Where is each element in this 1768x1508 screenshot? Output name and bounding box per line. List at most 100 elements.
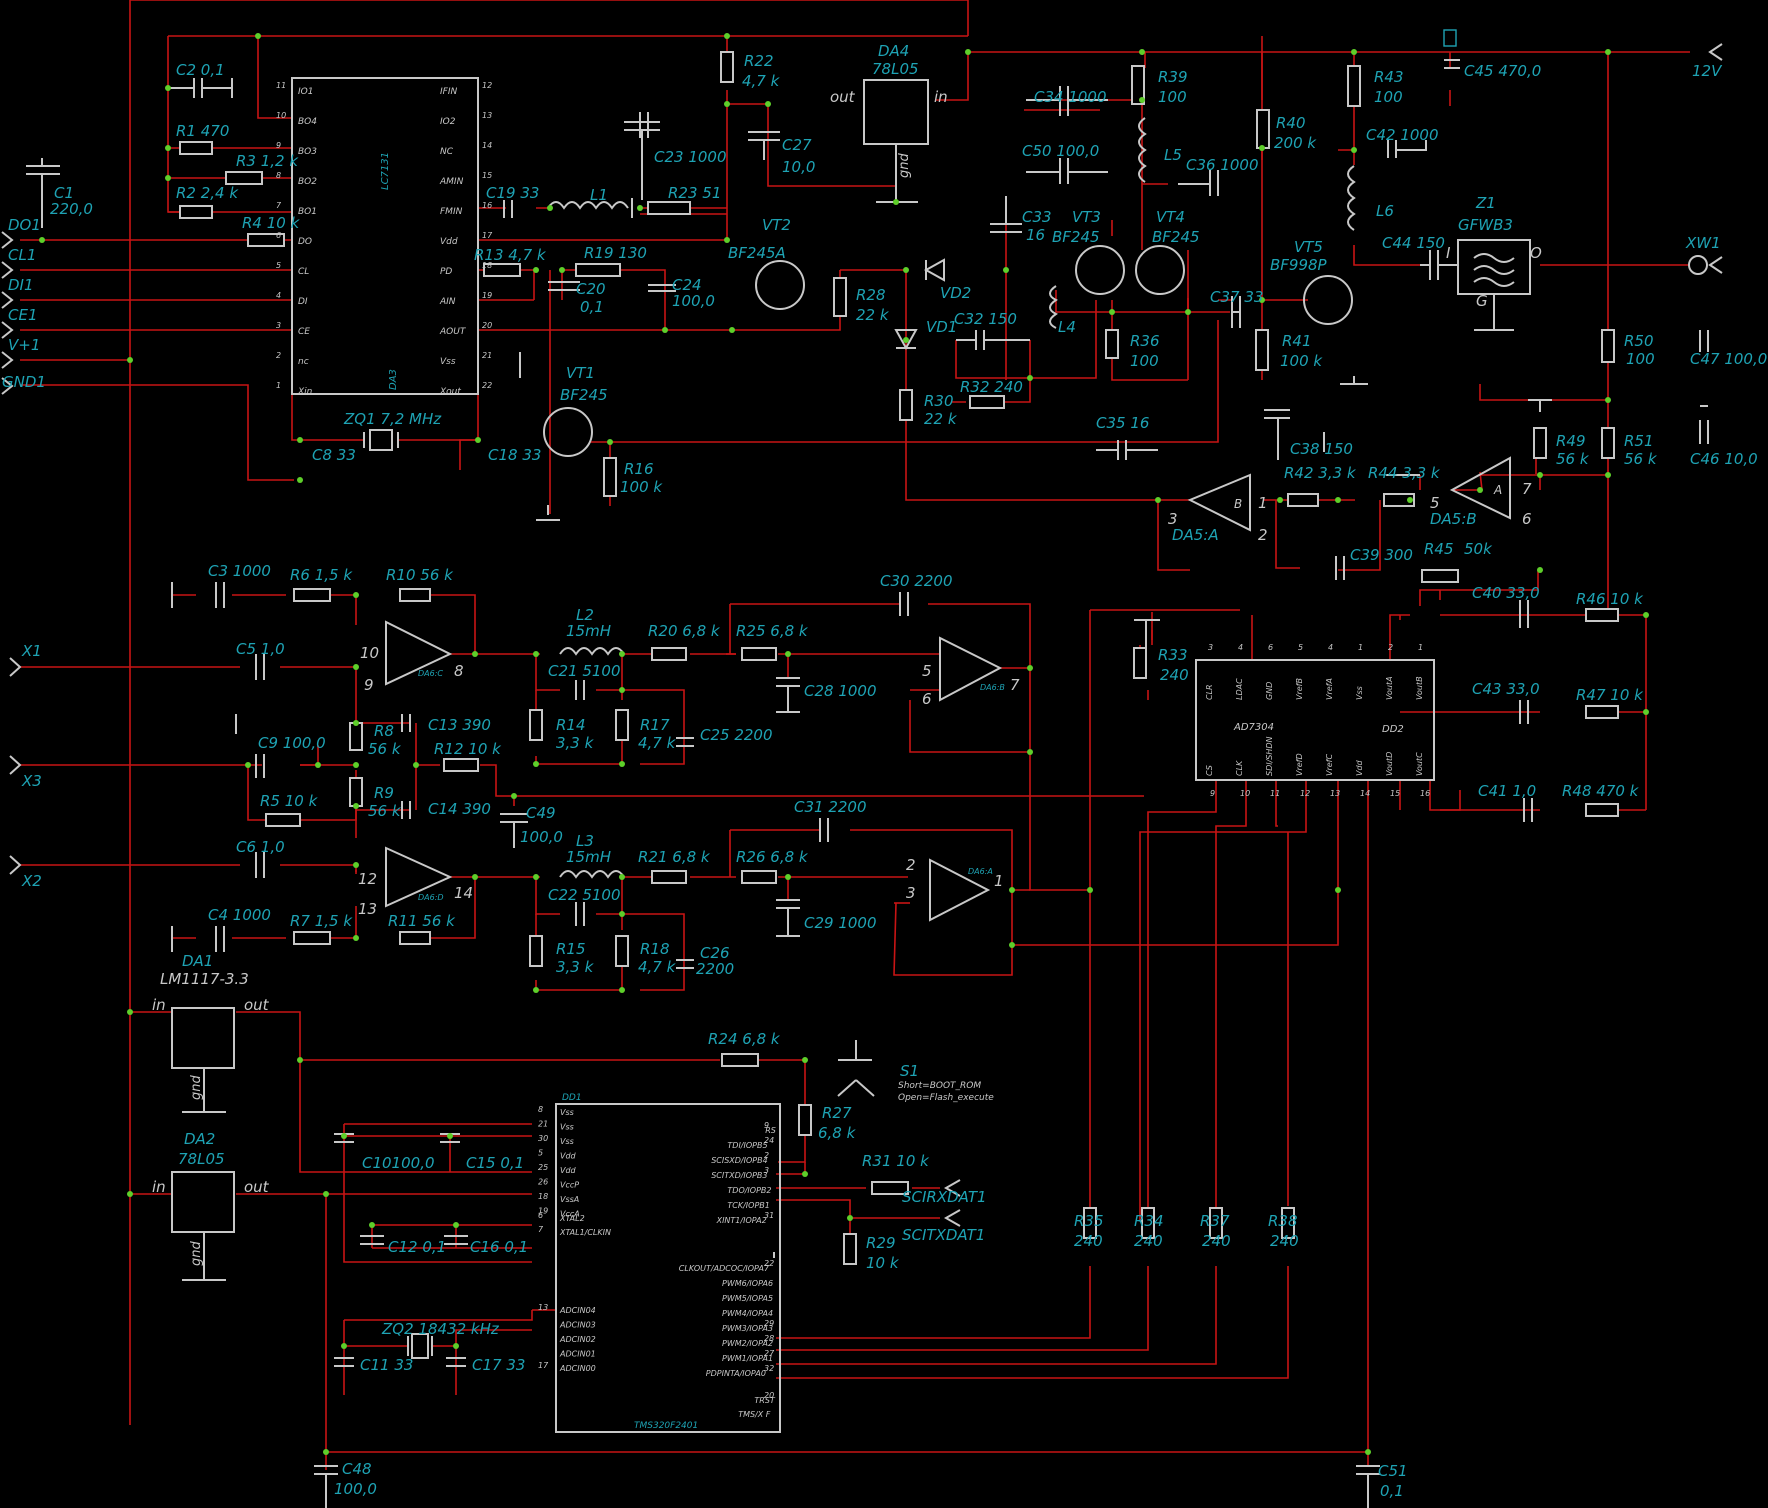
label-scirx: SCIRXDAT1: [902, 1188, 987, 1206]
dd1-pin-number: 27: [764, 1349, 775, 1358]
label-vd2: VD2: [940, 284, 971, 302]
ad7304-pin-name: CLK: [1235, 760, 1244, 776]
label-r18-value: 4,7 k: [638, 958, 677, 976]
label-gnd-da4: gnd: [897, 153, 912, 178]
label-c35: C35 16: [1096, 414, 1149, 432]
dd1-pin-number: 9: [764, 1121, 769, 1130]
ad7304-pin-name: VoutA: [1385, 676, 1394, 700]
label-vt2: VT2: [762, 216, 791, 234]
label-r15-value: 3,3 k: [556, 958, 595, 976]
label-da2-out: out: [244, 1178, 270, 1196]
label-r45-value: 50k: [1464, 540, 1493, 558]
label-xw1: XW1: [1685, 234, 1721, 252]
label-r15: R15: [556, 940, 586, 958]
dd1-pin-number: 28: [764, 1334, 774, 1343]
lc7131-pin-number: 12: [482, 81, 492, 90]
label-da4-out: out: [830, 88, 856, 106]
label-c33-value: 16: [1026, 226, 1045, 244]
label-l1: L1: [590, 186, 608, 204]
label-r36: R36: [1130, 332, 1160, 350]
label-opamp-pin-10: 10: [360, 644, 379, 662]
label-opamp-pin-9: 9: [364, 676, 374, 694]
label-c26-value: 2200: [696, 960, 734, 978]
label-r29-value: 10 k: [866, 1254, 900, 1272]
junctions: [39, 33, 1649, 1455]
label-c28: C28 1000: [804, 682, 877, 700]
lc7131-pin-number: 17: [482, 231, 493, 240]
label-r27-value: 6,8 k: [818, 1124, 857, 1142]
label-r35: R35: [1074, 1212, 1104, 1230]
label-zq1: ZQ1 7,2 MHz: [343, 410, 442, 428]
lc7131-pin-number: 20: [482, 321, 492, 330]
dd1-pin-number: 6: [538, 1211, 543, 1220]
label-x2: X2: [21, 872, 42, 890]
dd1-pin-number: 5: [538, 1149, 543, 1158]
label-r9-value: 56 k: [368, 802, 402, 820]
label-r33: R33: [1158, 646, 1188, 664]
label-c48: C48: [342, 1460, 372, 1478]
label-l6: L6: [1376, 202, 1394, 220]
ad7304-pin-number: 15: [1390, 789, 1400, 798]
label-da2-in: in: [152, 1178, 166, 1196]
label-z1-i: I: [1446, 244, 1451, 262]
label-c43: C43 33,0: [1472, 680, 1540, 698]
label-opamp-pin-7: 7: [1010, 676, 1020, 694]
label-da4: DA4: [878, 42, 909, 60]
ad7304-pin-name: VoutC: [1415, 752, 1424, 776]
label-r16-value: 100 k: [620, 478, 663, 496]
ad7304-pin-number: 4: [1238, 643, 1243, 652]
label-r38: R38: [1268, 1212, 1298, 1230]
label-c18: C18 33: [488, 446, 541, 464]
label-r45: R45: [1424, 540, 1454, 558]
label-r9: R9: [374, 784, 394, 802]
label-l3-value: 15mH: [566, 848, 611, 866]
label-c25: C25 2200: [700, 726, 773, 744]
label-r35-value: 240: [1074, 1232, 1103, 1250]
label-bf245a: BF245A: [728, 244, 786, 262]
ad7304-pin-name: Vdd: [1355, 759, 1364, 776]
ad7304-pin-number: 1: [1358, 643, 1363, 652]
lc7131-pin-number: 15: [482, 171, 492, 180]
label-da4-value: 78L05: [872, 60, 919, 78]
label-da5-pin-2: 2: [1258, 526, 1268, 544]
lc7131-pin-number: 1: [276, 381, 281, 390]
lc7131-pin-number: 8: [276, 171, 281, 180]
label-c30: C30 2200: [880, 572, 953, 590]
lc7131-pin-number: 6: [276, 231, 281, 240]
label-r16: R16: [624, 460, 654, 478]
label-da5-pin-3: 3: [1168, 510, 1178, 528]
label-r41-value: 100 k: [1280, 352, 1323, 370]
lc7131-pin-name: IO1: [298, 87, 313, 97]
label-r43: R43: [1374, 68, 1404, 86]
ad7304-pin-number: 11: [1270, 789, 1280, 798]
label-r21: R21 6,8 k: [638, 848, 711, 866]
label-r34-value: 240: [1134, 1232, 1163, 1250]
label-c40: C40 33,0: [1472, 584, 1540, 602]
dd1-pin-name: ADCIN01: [559, 1350, 596, 1359]
dd1-pin-name: TCK/IOPB1: [727, 1201, 769, 1210]
ad7304-pin-name: VoutD: [1385, 752, 1394, 776]
ad7304-pin-number: 1: [1418, 643, 1423, 652]
lc7131-pin-number: 3: [276, 321, 281, 330]
dd1-pin-name: TDO/IOPB2: [727, 1186, 771, 1195]
label-c8: C8 33: [312, 446, 356, 464]
dd1-pin-name: TDI/IOPB5: [727, 1141, 767, 1150]
lc7131-pin-name: BO3: [298, 147, 317, 157]
dd1-pin-number: 7: [538, 1225, 544, 1234]
label-c20: C20: [576, 280, 606, 298]
dd1-pin-number: 8: [538, 1105, 543, 1114]
ad7304-pin-name: VrefB: [1295, 678, 1304, 700]
label-12v: 12V: [1692, 62, 1723, 80]
label-c14: C14 390: [428, 800, 491, 818]
label-r34: R34: [1134, 1212, 1164, 1230]
label-c13: C13 390: [428, 716, 491, 734]
label-c12: C12 0,1: [388, 1238, 446, 1256]
label-r40: R40: [1276, 114, 1306, 132]
lc7131-pin-name: IFIN: [440, 87, 457, 97]
lc7131-pin-name: AMIN: [439, 177, 464, 187]
label-c24: C24: [672, 276, 702, 294]
label-r33-value: 240: [1160, 666, 1189, 684]
dd1-pin-number: 30: [538, 1134, 548, 1143]
dd1-pin-name: SCITXD/IOPB3: [711, 1171, 767, 1180]
ad7304-pin-number: 16: [1420, 789, 1430, 798]
